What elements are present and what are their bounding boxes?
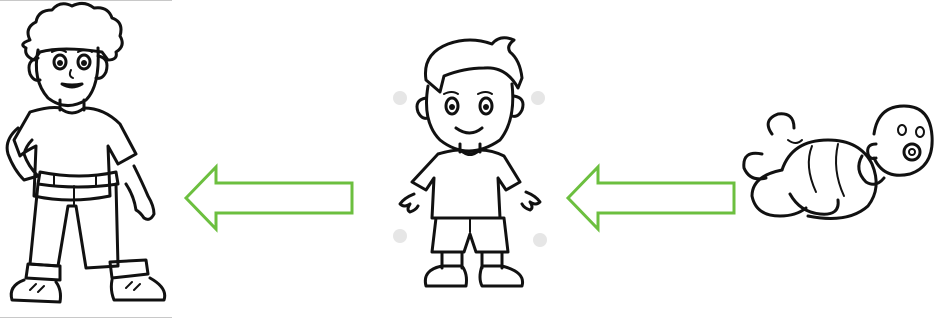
young-boy-illustration <box>390 36 560 296</box>
top-divider <box>0 0 172 1</box>
bottom-divider <box>0 317 172 318</box>
baby-illustration <box>742 100 934 240</box>
teen-boy-illustration <box>0 0 182 324</box>
left-arrow-1 <box>180 163 360 233</box>
left-arrow-2 <box>562 163 742 233</box>
